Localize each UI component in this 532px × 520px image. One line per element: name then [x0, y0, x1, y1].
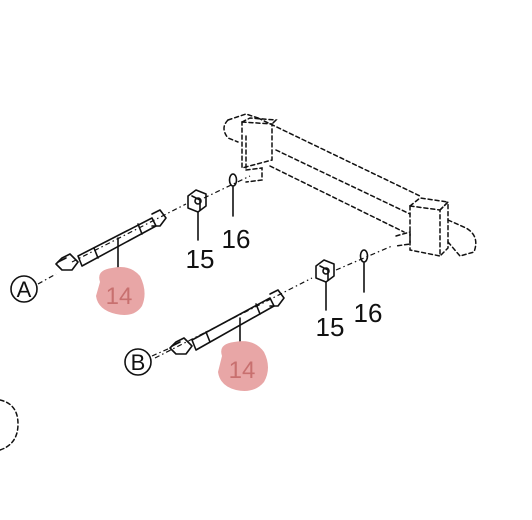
callout-b-label: B	[131, 350, 146, 375]
view-callout-a[interactable]: A	[10, 273, 57, 303]
partial-phantom-arc	[0, 399, 19, 451]
nut-lower	[315, 259, 335, 311]
bolt-upper	[55, 209, 167, 271]
nut-upper	[187, 189, 207, 241]
part-16-upper-label[interactable]: 16	[222, 224, 251, 254]
part-15-upper-label[interactable]: 15	[186, 244, 215, 274]
part-14-lower-callout[interactable]: 14	[218, 341, 268, 391]
part-14-upper-callout[interactable]: 14	[96, 267, 145, 315]
part-14-upper-label: 14	[106, 283, 133, 310]
washer-upper	[228, 173, 238, 217]
frame-assembly-phantom	[223, 113, 477, 257]
highlight-blob-upper	[96, 267, 145, 315]
part-16-lower-label[interactable]: 16	[354, 298, 383, 328]
washer-lower	[359, 249, 369, 293]
part-15-lower-label[interactable]: 15	[316, 312, 345, 342]
callout-a-label: A	[17, 277, 32, 302]
view-callout-b[interactable]: B	[124, 347, 171, 376]
highlight-blob-lower	[218, 341, 268, 391]
part-14-lower-label: 14	[229, 357, 256, 384]
bolt-lower	[169, 289, 285, 355]
